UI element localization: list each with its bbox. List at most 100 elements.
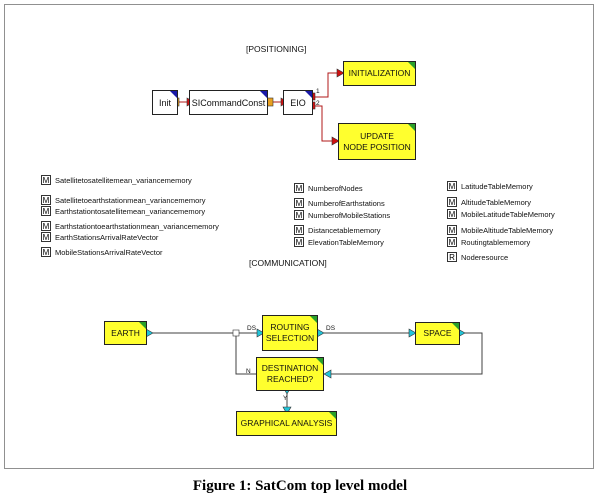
memory-item[interactable]: M LatitudeTableMemory bbox=[447, 181, 533, 191]
destination-line-2: REACHED? bbox=[266, 374, 314, 384]
earth-out-port bbox=[145, 328, 154, 338]
memory-item[interactable]: M MobileLatitudeTableMemory bbox=[447, 209, 555, 219]
init-block[interactable]: Init bbox=[152, 90, 178, 115]
space-block[interactable]: SPACE bbox=[415, 322, 460, 345]
initialization-corner-marker bbox=[408, 62, 415, 69]
space-corner-marker bbox=[452, 323, 459, 330]
y-branch-label: Y bbox=[283, 395, 288, 402]
positioning-title: [POSITIONING] bbox=[246, 44, 307, 54]
resource-label: Noderesource bbox=[461, 252, 509, 262]
memory-label: NumberofEarthstations bbox=[308, 198, 385, 208]
update-corner-marker bbox=[408, 124, 415, 131]
routing-line-1: ROUTING bbox=[270, 322, 310, 332]
memory-item[interactable]: M AltitudeTableMemory bbox=[447, 197, 531, 207]
update-line-1: UPDATE bbox=[360, 130, 394, 141]
routing-in-port bbox=[256, 328, 265, 338]
space-label: SPACE bbox=[423, 328, 452, 338]
memory-label: Satellitetosatellitemean_variancememory bbox=[55, 175, 192, 185]
memory-tag: M bbox=[447, 197, 457, 207]
routing-selection-block[interactable]: ROUTING SELECTION bbox=[262, 315, 318, 351]
memory-label: MobileAltitudeTableMemory bbox=[461, 225, 554, 235]
memory-tag: M bbox=[41, 232, 51, 242]
initialization-label: INITIALIZATION bbox=[348, 68, 411, 78]
memory-label: EarthStationsArrivalRateVector bbox=[55, 232, 159, 242]
earth-corner-marker bbox=[139, 322, 146, 329]
resource-item[interactable]: R Noderesource bbox=[447, 252, 508, 262]
memory-item[interactable]: M NumberofMobileStations bbox=[294, 210, 390, 220]
memory-item[interactable]: M Earthstationtoearthstationmean_varianc… bbox=[41, 221, 219, 231]
diagram-frame bbox=[4, 4, 594, 469]
memory-tag: M bbox=[41, 195, 51, 205]
memory-tag: M bbox=[294, 183, 304, 193]
routing-corner-marker bbox=[310, 316, 317, 323]
memory-tag: M bbox=[294, 225, 304, 235]
earth-block[interactable]: EARTH bbox=[104, 321, 147, 345]
memory-label: Distancetablememory bbox=[308, 225, 381, 235]
memory-label: NumberofNodes bbox=[308, 183, 363, 193]
routing-line-2: SELECTION bbox=[265, 333, 315, 343]
graphical-analysis-block[interactable]: GRAPHICAL ANALYSIS bbox=[236, 411, 337, 436]
memory-item[interactable]: M NumberofNodes bbox=[294, 183, 363, 193]
memory-tag: M bbox=[447, 225, 457, 235]
memory-tag: M bbox=[294, 237, 304, 247]
memory-item[interactable]: M EarthStationsArrivalRateVector bbox=[41, 232, 158, 242]
memory-tag: M bbox=[41, 221, 51, 231]
sicommandconst-block[interactable]: SICommandConst bbox=[189, 90, 268, 115]
eio-label: EIO bbox=[290, 97, 306, 108]
resource-tag: R bbox=[447, 252, 457, 262]
memory-item[interactable]: M NumberofEarthstations bbox=[294, 198, 385, 208]
sicommandconst-label: SICommandConst bbox=[191, 97, 266, 108]
memory-label: MobileLatitudeTableMemory bbox=[461, 209, 555, 219]
update-in-port bbox=[331, 136, 340, 146]
memory-tag: M bbox=[294, 198, 304, 208]
routing-out-port bbox=[316, 328, 325, 338]
memory-tag: M bbox=[447, 181, 457, 191]
graphical-analysis-label: GRAPHICAL ANALYSIS bbox=[240, 418, 333, 428]
initialization-block[interactable]: INITIALIZATION bbox=[343, 61, 416, 86]
memory-item[interactable]: M Earthstationtosatellitemean_varianceme… bbox=[41, 206, 205, 216]
memory-tag: M bbox=[447, 237, 457, 247]
memory-label: Earthstationtosatellitemean_variancememo… bbox=[55, 206, 206, 216]
memory-item[interactable]: M Satellitetosatellitemean_variancememor… bbox=[41, 175, 192, 185]
eio-block[interactable]: EIO bbox=[283, 90, 313, 115]
memory-item[interactable]: M ElevationTableMemory bbox=[294, 237, 384, 247]
figure-caption: Figure 1: SatCom top level model bbox=[192, 478, 408, 494]
n-branch-label: N bbox=[246, 368, 251, 375]
eio-to-initialization-line bbox=[313, 72, 338, 98]
memory-tag: M bbox=[41, 175, 51, 185]
memory-item[interactable]: M MobileStationsArrivalRateVector bbox=[41, 247, 163, 257]
ds-label-in: DS bbox=[247, 325, 257, 332]
memory-tag: M bbox=[447, 209, 457, 219]
init-label: Init bbox=[158, 97, 171, 108]
eio-port-1-label: 1 bbox=[316, 88, 320, 95]
destination-line-1: DESTINATION bbox=[261, 363, 319, 373]
memory-label: Earthstationtoearthstationmean_variancem… bbox=[55, 221, 219, 231]
memory-item[interactable]: M Distancetablememory bbox=[294, 225, 381, 235]
memory-label: ElevationTableMemory bbox=[308, 237, 384, 247]
memory-tag: M bbox=[41, 206, 51, 216]
update-node-position-block[interactable]: UPDATE NODE POSITION bbox=[338, 123, 416, 160]
memory-label: MobileStationsArrivalRateVector bbox=[55, 247, 163, 257]
memory-tag: M bbox=[294, 210, 304, 220]
destination-reached-block[interactable]: DESTINATION REACHED? bbox=[256, 357, 324, 391]
memory-item[interactable]: M Satellitetoearthstationmean_varianceme… bbox=[41, 195, 206, 205]
update-line-2: NODE POSITION bbox=[343, 141, 411, 152]
memory-label: NumberofMobileStations bbox=[308, 210, 391, 220]
ds-label-out: DS bbox=[326, 325, 336, 332]
memory-item[interactable]: M MobileAltitudeTableMemory bbox=[447, 225, 553, 235]
space-in-port bbox=[408, 328, 417, 338]
routing-junction bbox=[232, 329, 240, 337]
memory-label: Routingtablememory bbox=[461, 237, 531, 247]
eio-port-2-label: 2 bbox=[316, 100, 320, 107]
space-to-destination-line bbox=[324, 332, 483, 375]
memory-label: LatitudeTableMemory bbox=[461, 181, 533, 191]
eio-corner-marker bbox=[305, 91, 312, 98]
destination-loop-line bbox=[235, 333, 256, 375]
sicommandconst-corner-marker bbox=[260, 91, 267, 98]
destination-in-port bbox=[323, 369, 332, 379]
initialization-in-port bbox=[336, 68, 345, 78]
init-corner-marker bbox=[170, 91, 177, 98]
memory-item[interactable]: M Routingtablememory bbox=[447, 237, 530, 247]
memory-tag: M bbox=[41, 247, 51, 257]
graphical-in-port bbox=[282, 406, 292, 415]
